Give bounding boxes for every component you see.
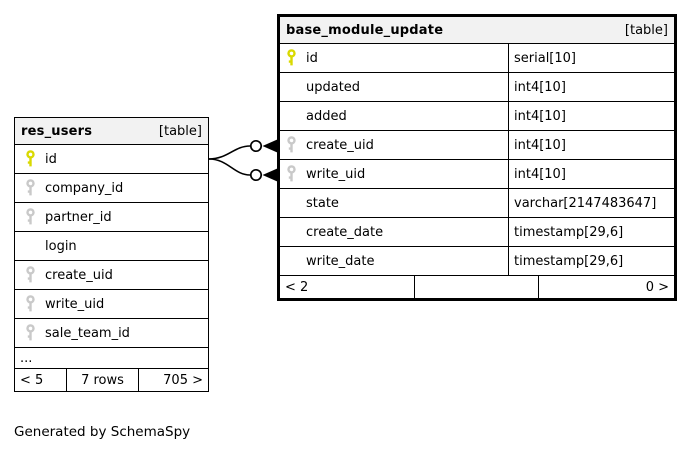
fk-relationship-line [208, 158, 251, 176]
column-row: updated int4[10] [280, 73, 674, 102]
row-count [414, 276, 538, 298]
hidden-children-count: 0 > [538, 276, 674, 298]
foreign-key-icon [25, 179, 36, 197]
table-header[interactable]: base_module_update [table] [280, 17, 674, 44]
column-type: timestamp[29,6] [508, 247, 674, 275]
column-row: create_uid [15, 261, 208, 290]
column-name: write_uid [306, 166, 366, 182]
column-name: id [306, 50, 318, 66]
column-row: added int4[10] [280, 102, 674, 131]
column-row: write_uid [15, 290, 208, 319]
primary-key-icon [25, 150, 36, 168]
column-name: state [306, 195, 339, 211]
table-title: base_module_update [286, 22, 444, 38]
column-name: write_uid [45, 296, 105, 312]
table-type-badge: [table] [158, 123, 202, 139]
hidden-parents-count: < 2 [285, 279, 309, 295]
foreign-key-icon [286, 136, 297, 154]
column-name: write_date [306, 253, 375, 269]
fk-arrowhead [262, 139, 277, 153]
table-footer: < 2 0 > [280, 276, 674, 298]
column-name-cell: added [280, 102, 508, 130]
column-name: updated [306, 79, 361, 95]
column-type: serial[10] [508, 44, 674, 72]
foreign-key-icon [25, 324, 36, 342]
column-row: sale_team_id [15, 319, 208, 348]
column-name: create_uid [306, 137, 374, 153]
column-row: id serial[10] [280, 44, 674, 73]
column-row: login [15, 232, 208, 261]
column-row: create_uid int4[10] [280, 131, 674, 160]
table-node-base-module-update[interactable]: base_module_update [table] id serial[10]… [277, 14, 677, 301]
column-name-cell: create_uid [15, 261, 208, 289]
column-row: write_date timestamp[29,6] [280, 247, 674, 276]
ellipsis-row: ... [15, 348, 208, 369]
row-count: 7 rows [66, 369, 138, 391]
column-name-cell: state [280, 189, 508, 217]
column-type: varchar[2147483647] [508, 189, 674, 217]
column-row: create_date timestamp[29,6] [280, 218, 674, 247]
table-node-res-users[interactable]: res_users [table] id company_id partner_… [14, 117, 209, 392]
column-row: state varchar[2147483647] [280, 189, 674, 218]
column-name: added [306, 108, 347, 124]
column-type: int4[10] [508, 131, 674, 159]
fk-circle-marker [249, 139, 263, 153]
column-type: timestamp[29,6] [508, 218, 674, 246]
column-name-cell: partner_id [15, 203, 208, 231]
fk-circle-marker [249, 168, 263, 182]
table-type-badge: [table] [624, 22, 668, 38]
table-title: res_users [21, 123, 93, 139]
hidden-parents-count: < 5 [20, 372, 44, 388]
hidden-children-count: 705 > [138, 369, 208, 391]
foreign-key-icon [25, 266, 36, 284]
column-name-cell: write_uid [280, 160, 508, 188]
column-name-cell: id [15, 145, 208, 173]
fk-arrowhead [262, 168, 277, 182]
column-row: write_uid int4[10] [280, 160, 674, 189]
column-name: partner_id [45, 209, 112, 225]
column-name-cell: sale_team_id [15, 319, 208, 347]
column-name-cell: write_date [280, 247, 508, 275]
column-name: id [45, 151, 57, 167]
foreign-key-icon [25, 208, 36, 226]
column-name: create_date [306, 224, 384, 240]
column-row: company_id [15, 174, 208, 203]
column-type: int4[10] [508, 102, 674, 130]
column-name-cell: company_id [15, 174, 208, 202]
column-row: id [15, 145, 208, 174]
schemaspy-credit: Generated by SchemaSpy [14, 424, 191, 440]
column-type: int4[10] [508, 160, 674, 188]
column-name: login [45, 238, 77, 254]
column-name-cell: create_date [280, 218, 508, 246]
column-name-cell: create_uid [280, 131, 508, 159]
column-name: company_id [45, 180, 124, 196]
column-name-cell: id [280, 44, 508, 72]
fk-relationship-line [208, 145, 251, 160]
column-name-cell: updated [280, 73, 508, 101]
table-header[interactable]: res_users [table] [15, 118, 208, 145]
primary-key-icon [286, 49, 297, 67]
column-name-cell: write_uid [15, 290, 208, 318]
column-row: partner_id [15, 203, 208, 232]
column-name: create_uid [45, 267, 113, 283]
table-footer: < 5 7 rows 705 > [15, 369, 208, 391]
column-name-cell: login [15, 232, 208, 260]
foreign-key-icon [286, 165, 297, 183]
foreign-key-icon [25, 295, 36, 313]
column-name: sale_team_id [45, 325, 130, 341]
column-type: int4[10] [508, 73, 674, 101]
